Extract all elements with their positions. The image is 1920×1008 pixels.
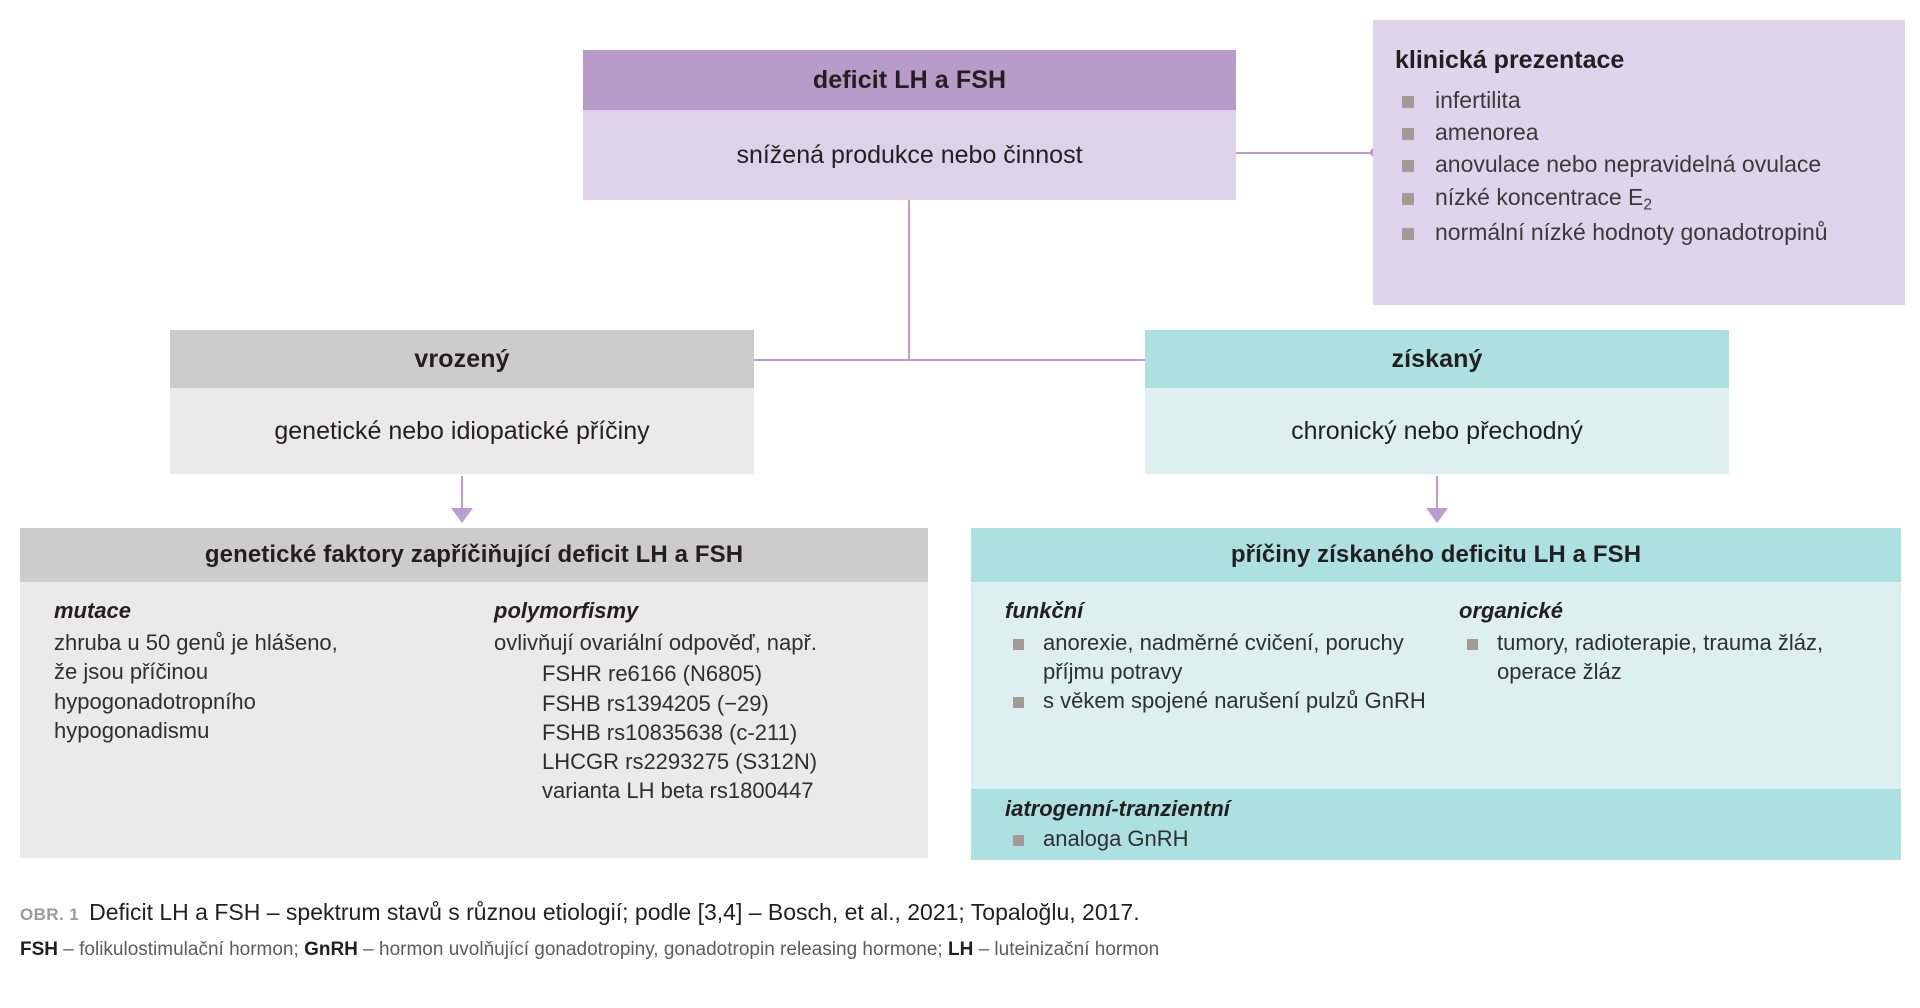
variant-line: FSHR re6166 (N6805) (542, 661, 763, 687)
figure-caption: OBR. 1 Deficit LH a FSH – spektrum stavů … (20, 898, 1900, 961)
node-acquired-body: chronický nebo přechodný (1145, 388, 1729, 474)
iatrogenic-list: analoga GnRH (1005, 824, 1901, 853)
node-acquired: získaný chronický nebo přechodný (1145, 330, 1729, 474)
list-item: anovulace nebo nepravidelná ovulace (1395, 148, 1883, 180)
abbrev-def: – luteinizační hormon (973, 938, 1160, 960)
low-e2-subscript: 2 (1643, 195, 1653, 213)
list-item: infertilita (1395, 84, 1883, 116)
column-polymorphisms: polymorfismy ovlivňují ovariální odpověď… (470, 598, 928, 806)
list-item: amenorea (1395, 116, 1883, 148)
connector-arrow-stem-right (1436, 476, 1438, 510)
mutations-line: že jsou příčinou (54, 659, 209, 685)
node-congenital: vrozený genetické nebo idiopatické příči… (170, 330, 754, 474)
figure-number: OBR. 1 (20, 905, 80, 924)
node-acquired-header: získaný (1145, 330, 1729, 388)
clinical-presentation-list: infertilita amenorea anovulace nebo nepr… (1395, 84, 1883, 248)
organic-subheading: organické (1459, 598, 1563, 623)
list-item: tumory, radioterapie, trauma žláz, opera… (1459, 628, 1901, 686)
panel-clinical-presentation: klinická prezentace infertilita amenorea… (1373, 20, 1905, 305)
variant-line: LHCGR rs2293275 (S312N) (542, 749, 818, 774)
functional-subheading: funkční (1005, 598, 1084, 623)
abbrev-term: FSH (20, 938, 58, 960)
list-item: anorexie, nadměrné cvičení, poruchy příj… (1005, 628, 1431, 686)
panel-acquired-causes: příčiny získaného deficitu LH a FSH funk… (971, 528, 1901, 860)
abbrev-def: – folikulostimulační hormon; (58, 938, 305, 960)
section-iatrogenic-transient: iatrogenní-tranzientní analoga GnRH (971, 788, 1901, 860)
mutations-line: hypogonadismu (54, 717, 210, 743)
column-mutations: mutace zhruba u 50 genů je hlášeno, že j… (20, 598, 470, 806)
panel-genetic-factors-header: genetické faktory zapříčiňující deficit … (20, 528, 928, 582)
clinical-presentation-title: klinická prezentace (1395, 46, 1625, 74)
column-functional: funkční anorexie, nadměrné cvičení, poru… (971, 598, 1431, 715)
connector-horizontal-left (754, 359, 910, 361)
low-e2-text: nízké koncentrace E (1435, 183, 1644, 210)
iatrogenic-subheading: iatrogenní-tranzientní (1005, 795, 1230, 821)
list-item: analoga GnRH (1005, 824, 1901, 853)
list-item: normální nízké hodnoty gonadotropinů (1395, 216, 1883, 248)
abbrev-term: GnRH (304, 938, 358, 960)
abbrev-def: – hormon uvolňující gonadotropiny, gonad… (357, 938, 948, 960)
list-item: nízké koncentrace E2 (1395, 181, 1883, 216)
polymorphisms-subheading: polymorfismy (494, 598, 639, 623)
organic-list: tumory, radioterapie, trauma žláz, opera… (1459, 628, 1901, 686)
panel-acquired-causes-header: příčiny získaného deficitu LH a FSH (971, 528, 1901, 582)
arrow-down-left (451, 508, 473, 523)
panel-genetic-factors: genetické faktory zapříčiňující deficit … (20, 528, 928, 858)
variant-line: varianta LH beta rs1800447 (542, 778, 814, 804)
polymorphisms-intro: ovlivňují ovariální odpověď, např. (494, 630, 817, 655)
node-lh-fsh-deficit: deficit LH a FSH snížená produkce nebo č… (583, 50, 1236, 200)
mutations-line: hypogonadotropního (54, 688, 256, 714)
node-lh-fsh-deficit-header: deficit LH a FSH (583, 50, 1236, 110)
polymorphisms-variant-list: FSHR re6166 (N6805) FSHB rs1394205 (−29)… (494, 659, 928, 805)
column-organic: organické tumory, radioterapie, trauma ž… (1431, 598, 1901, 715)
variant-line: FSHB rs10835638 (c-211) (542, 719, 798, 745)
panel-genetic-factors-body: mutace zhruba u 50 genů je hlášeno, že j… (20, 582, 928, 874)
panel-acquired-causes-body: funkční anorexie, nadměrné cvičení, poru… (971, 582, 1901, 874)
variant-line: FSHB rs1394205 (−29) (542, 690, 769, 716)
node-congenital-body: genetické nebo idiopatické příčiny (170, 388, 754, 474)
functional-list: anorexie, nadměrné cvičení, poruchy příj… (1005, 628, 1431, 715)
connector-clinical (1228, 152, 1374, 154)
connector-horizontal-right (908, 359, 1146, 361)
caption-line-1: OBR. 1 Deficit LH a FSH – spektrum stavů … (20, 898, 1900, 927)
node-congenital-header: vrozený (170, 330, 754, 388)
abbrev-term: LH (947, 938, 974, 960)
caption-abbreviations: FSH – folikulostimulační hormon; GnRH – … (20, 939, 1900, 961)
connector-vertical-main (908, 200, 910, 360)
arrow-down-right (1426, 508, 1448, 523)
node-lh-fsh-deficit-body: snížená produkce nebo činnost (583, 110, 1236, 200)
mutations-subheading: mutace (54, 598, 132, 623)
mutations-line: zhruba u 50 genů je hlášeno, (54, 630, 338, 655)
list-item: s věkem spojené narušení pulzů GnRH (1005, 686, 1431, 715)
connector-arrow-stem-left (461, 476, 463, 510)
caption-text: Deficit LH a FSH – spektrum stavů s různ… (89, 899, 1140, 925)
